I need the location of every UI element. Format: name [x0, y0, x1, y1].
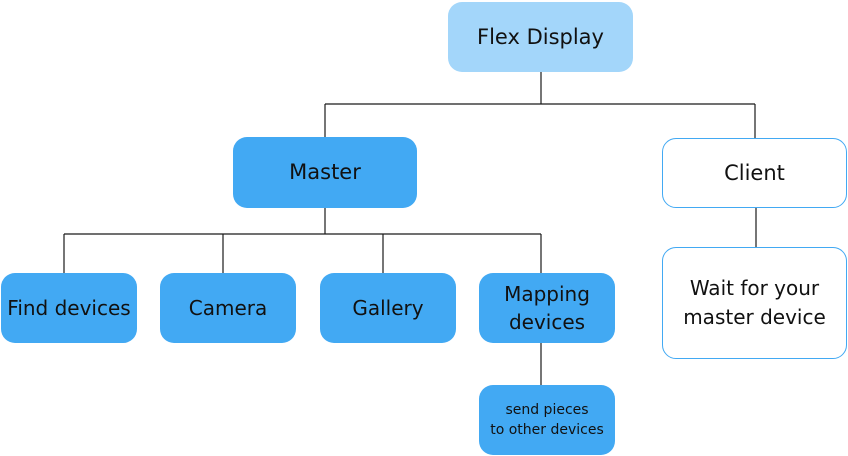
gallery-node: Gallery: [320, 273, 456, 343]
camera-node: Camera: [160, 273, 296, 343]
send-pieces-node: send pieces to other devices: [479, 385, 615, 455]
flex-display-node: Flex Display: [448, 2, 633, 72]
master-node: Master: [233, 137, 417, 208]
mapping-devices-node: Mapping devices: [479, 273, 615, 343]
wait-for-master-node: Wait for your master device: [662, 247, 847, 359]
client-node: Client: [662, 138, 847, 208]
find-devices-node: Find devices: [1, 273, 137, 343]
